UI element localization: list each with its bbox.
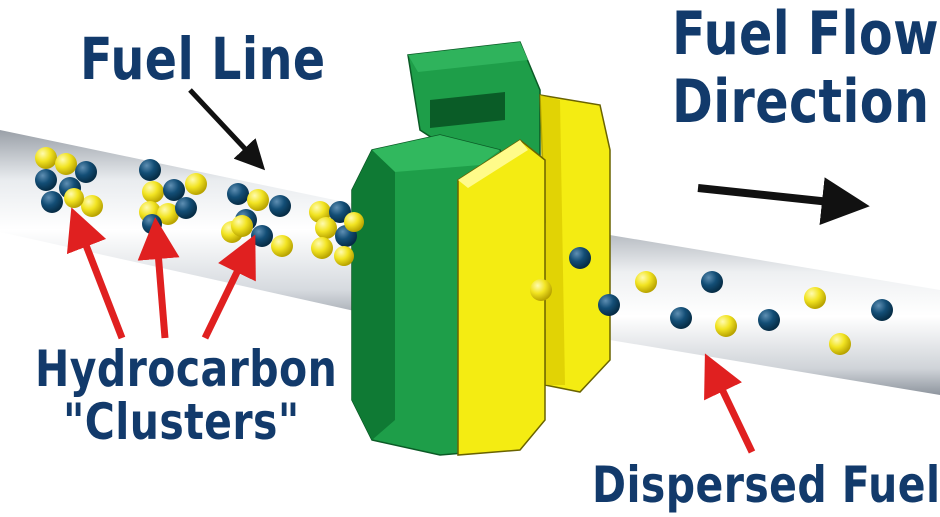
cluster-4 [309, 201, 364, 266]
dispersed-molecules [530, 247, 893, 355]
red-pointer-arrow-icon [704, 353, 756, 454]
fuel-line-pointer-arrow [188, 88, 266, 171]
device-back-top [408, 42, 528, 72]
red-pointer-arrow-icon [66, 207, 126, 340]
red-pointer-arrow-icon [137, 217, 180, 339]
hydrocarbon-label-line2: "Clusters" [63, 393, 300, 451]
fuel-conditioner-device [351, 41, 611, 456]
red-pointer-arrow-icon [201, 234, 256, 340]
flow-direction-label-line2: Direction [672, 67, 930, 137]
device-front-yellow-bevel [458, 140, 528, 188]
cluster-3 [221, 183, 293, 257]
flow-direction-label-line1: Fuel Flow [672, 0, 939, 69]
hydrocarbon-label-line1: Hydrocarbon [35, 340, 338, 398]
cluster-1 [35, 147, 103, 217]
fuel-pipe-left [0, 130, 440, 330]
device-front-green-side [352, 150, 395, 440]
device-front-yellow [457, 139, 546, 456]
device-back-yellow-edge [540, 95, 565, 385]
right-arrow-icon [697, 177, 870, 226]
device-back-slot [430, 92, 505, 128]
dispersed-fuel-label: Dispersed Fuel [592, 456, 940, 514]
device-front-green-top [372, 135, 500, 172]
fuel-line-label: Fuel Line [80, 25, 326, 93]
